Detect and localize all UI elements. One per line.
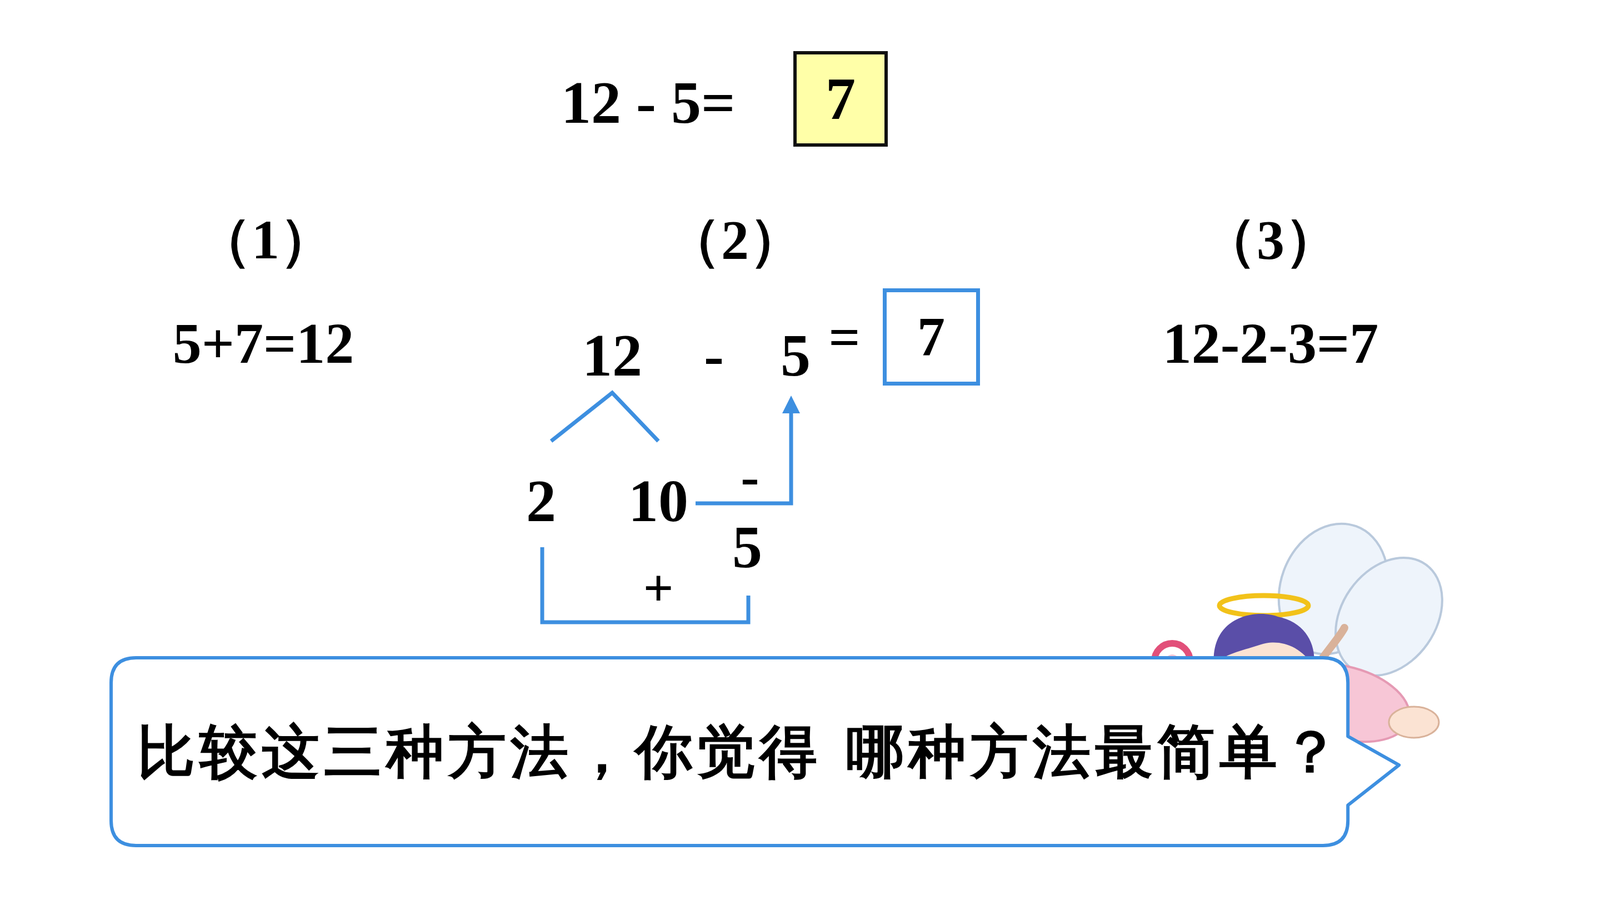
equation: 12 - 5=: [561, 72, 736, 133]
method-number: （1）: [196, 212, 335, 268]
number: 12: [582, 325, 643, 386]
bubble-text: 比较这三种方法，你觉得 哪种方法最简单？: [137, 710, 1344, 794]
method-equation: 12-2-3=7: [1162, 314, 1379, 373]
method-equation: 5+7=12: [172, 314, 355, 373]
number: 5: [732, 517, 763, 578]
number: 5: [780, 325, 811, 386]
operator: =: [828, 310, 861, 366]
method-number: （3）: [1201, 212, 1340, 268]
answer-box: 7: [882, 288, 980, 386]
answer-box: 7: [793, 51, 888, 147]
operator: +: [643, 561, 674, 615]
split-lines: [551, 392, 659, 442]
speech-bubble: 比较这三种方法，你觉得 哪种方法最简单？: [109, 656, 1350, 848]
number: 2: [526, 471, 557, 532]
arrow-head: [782, 395, 800, 414]
operator: -: [703, 325, 724, 386]
answer-number: 7: [917, 308, 945, 365]
number: 10: [628, 471, 689, 532]
answer-number: 7: [825, 68, 856, 129]
add-bracket: [542, 547, 749, 623]
operator: -: [740, 448, 759, 505]
method-number: （2）: [665, 212, 805, 268]
